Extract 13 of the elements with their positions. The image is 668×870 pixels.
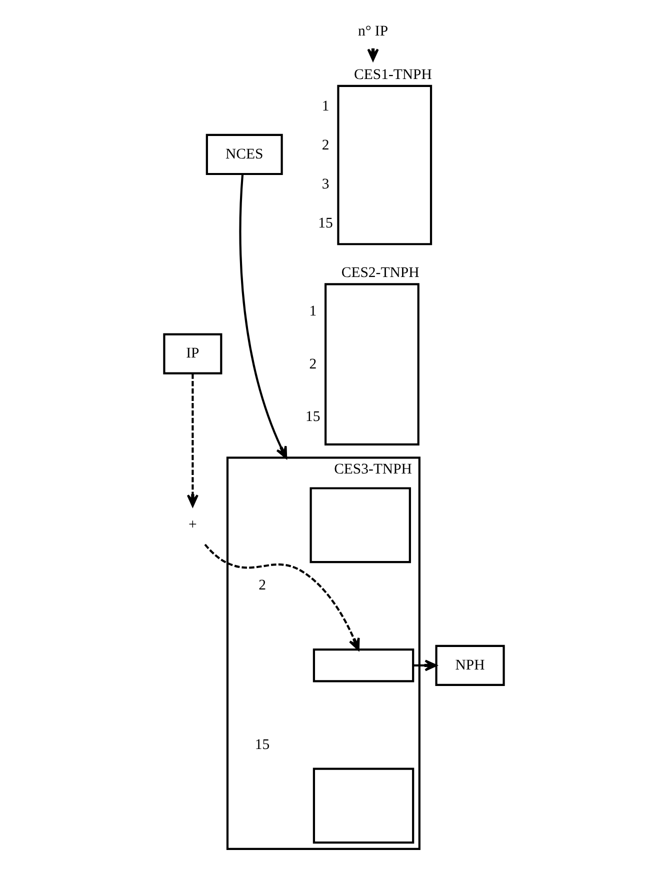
node-label: 1 [322,98,330,114]
node-label: 1 [309,304,317,320]
node-label: CES2-TNPH [341,265,420,282]
node-text: + [188,517,197,534]
node-label: 2 [258,578,266,594]
node-label: 2 [309,356,317,372]
node-text: n° IP [358,24,388,40]
node-label: 2 [322,137,330,154]
node-label: 3 [322,176,330,192]
node-label: 15 [318,215,333,232]
node-label: CES1-TNPH [354,66,432,83]
node-label: 15 [254,736,270,753]
node-label: 15 [306,408,320,425]
